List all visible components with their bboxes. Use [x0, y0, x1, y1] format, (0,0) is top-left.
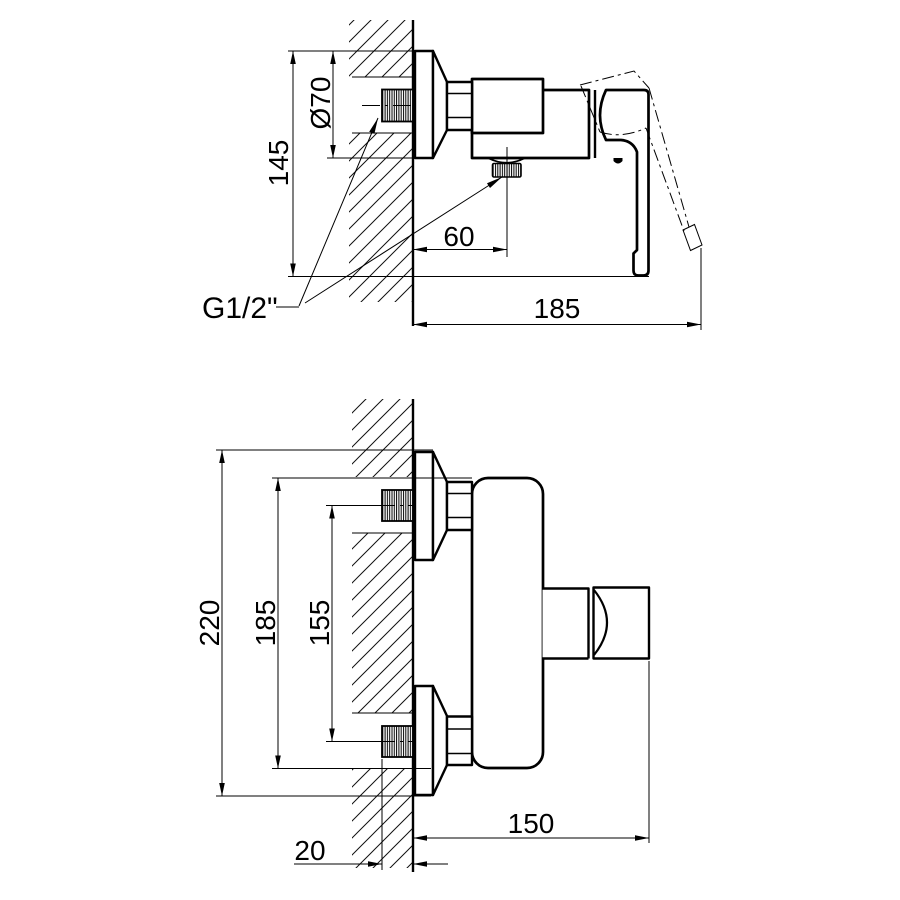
dim-155-lines	[326, 505, 381, 742]
leader-lines	[276, 117, 503, 308]
dim-185s-lines	[413, 248, 702, 330]
handle-phantom-position	[579, 70, 703, 252]
side-view: 145 Ø70 60 185 G1/2"	[202, 20, 703, 330]
dim-155-label: 155	[304, 600, 335, 647]
escutcheon-plate-bottom	[413, 684, 435, 797]
dim-150-arrow-left	[413, 835, 427, 841]
phantom-lever-tip	[682, 223, 703, 252]
dim-70-arrow-bottom	[330, 145, 336, 158]
dim-20-label: 20	[294, 835, 325, 866]
connector-ring-lines	[447, 92, 472, 119]
dim-155-arrow-top	[329, 505, 335, 519]
escutcheon-cone-bottom	[431, 684, 449, 797]
dim-155-arrow-bottom	[329, 728, 335, 742]
cartridge-housing-side	[470, 77, 545, 135]
dim-150-arrow-right	[635, 835, 649, 841]
escutcheon-cone	[431, 49, 449, 160]
phantom-left-edge	[580, 85, 601, 133]
dim-front-body: 185	[250, 477, 472, 769]
handle-lever-side	[598, 88, 650, 277]
leader-arrow-outlet	[487, 177, 502, 188]
dim-185s-label: 185	[534, 293, 581, 324]
ring-lines-bottom	[447, 728, 472, 755]
dim-60-arrow-left	[413, 246, 427, 253]
wall-hatch-upper	[349, 20, 413, 77]
dim-145-label: 145	[263, 140, 294, 187]
dim-70-label: Ø70	[305, 77, 336, 130]
escutcheon-side	[413, 49, 474, 160]
dim-185f-arrow-top	[275, 478, 281, 491]
dim-70-lines	[327, 51, 416, 159]
escutcheon-front-top	[413, 450, 474, 562]
pipe-hole-lines	[352, 76, 413, 134]
dim-side-height: 145	[263, 50, 649, 277]
connector-rings-bottom	[445, 715, 474, 767]
valve-body-front	[470, 476, 545, 770]
dim-70-arrow-top	[330, 51, 336, 64]
dim-150-label: 150	[508, 808, 555, 839]
dim-220-arrow-bottom	[219, 783, 225, 796]
dim-220-label: 220	[194, 600, 225, 647]
thread-size-label: G1/2"	[202, 292, 278, 325]
dim-20-arrow-right	[413, 861, 427, 867]
handle-knob-arc	[593, 589, 608, 656]
escutcheon-plate	[413, 49, 435, 160]
dim-185f-label: 185	[250, 600, 281, 647]
handle-front	[542, 586, 651, 660]
wall-hatch-middle	[352, 533, 413, 713]
escutcheon-front-bottom	[413, 684, 474, 797]
leader-arrow-inlet	[369, 118, 378, 134]
phantom-lever-outer	[648, 87, 690, 228]
dim-220-arrow-top	[219, 450, 225, 463]
thread-callout: G1/2"	[202, 117, 503, 325]
dim-60-arrow-right	[493, 246, 507, 253]
dim-60-label: 60	[443, 221, 474, 252]
phantom-cap-arc	[599, 127, 647, 136]
dim-185s-arrow-left	[413, 321, 427, 328]
dim-outlet-offset: 60	[413, 221, 507, 253]
outlet-nipple	[488, 147, 525, 257]
dim-20-arrow-left	[368, 861, 382, 867]
handle-neck-outline	[542, 587, 590, 660]
escutcheon-plate-top	[413, 450, 435, 562]
pipe-hole-lines-front	[352, 532, 413, 714]
dim-escutcheon-diameter: Ø70	[305, 51, 416, 159]
dim-185f-arrow-bottom	[275, 755, 281, 769]
connector-rings-top	[445, 480, 474, 532]
ring-lines-top	[447, 492, 472, 519]
dim-145-lines	[288, 50, 649, 277]
handle-cap-lip	[613, 158, 623, 164]
connector-rings	[445, 80, 474, 132]
phantom-top-edge	[579, 70, 650, 89]
dim-wall-thread: 20	[294, 759, 448, 870]
dim-185f-lines	[272, 477, 472, 769]
handle-neck-fill	[542, 589, 589, 658]
wall-hatch-top	[352, 399, 413, 477]
handle-knob	[592, 586, 651, 660]
dim-185s-arrow-right	[687, 321, 701, 328]
dim-145-arrow-top	[290, 51, 296, 64]
dim-145-arrow-bottom	[290, 263, 296, 277]
escutcheon-cone-top	[431, 450, 449, 562]
dim-front-overall: 220	[194, 449, 433, 797]
wall-section-hatch	[349, 20, 415, 326]
dim-reach: 150	[413, 661, 650, 843]
dim-inlet-spacing: 155	[304, 505, 381, 742]
dim-220-lines	[216, 449, 433, 797]
front-view: 220 185 155 150 20	[194, 399, 651, 872]
dim-side-depth: 185	[413, 248, 702, 330]
dim-150-lines	[413, 661, 650, 843]
phantom-lever-inner	[645, 127, 685, 232]
